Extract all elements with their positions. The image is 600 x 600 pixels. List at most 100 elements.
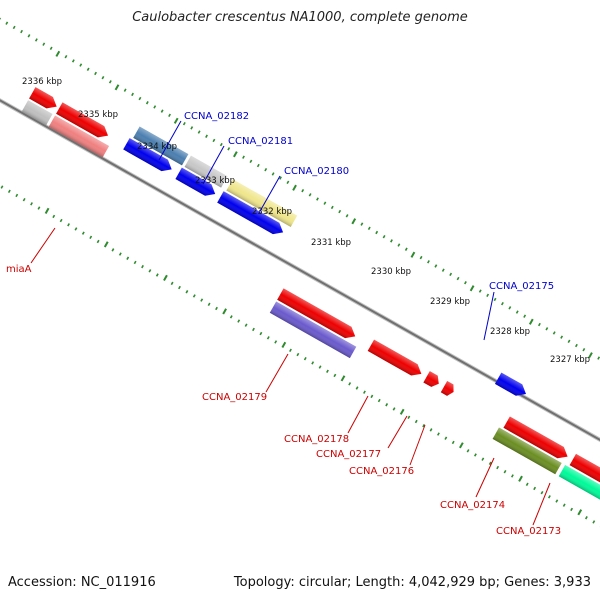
- gene-ccna-02179-upper[interactable]: [277, 288, 358, 342]
- gene-ccna-02175[interactable]: [494, 372, 529, 400]
- tick-mark: [318, 365, 322, 369]
- tick-mark: [449, 272, 453, 277]
- gene-ccna-02182[interactable]: [133, 126, 189, 166]
- tick-mark: [42, 42, 46, 46]
- tick-mark: [348, 382, 352, 386]
- tick-mark: [126, 256, 130, 260]
- tick-mark: [496, 465, 500, 470]
- tick-mark: [114, 84, 120, 91]
- label-ccna-02178[interactable]: CCNA_02178: [284, 434, 349, 445]
- gene-ccna-02181[interactable]: [184, 155, 228, 188]
- tick-mark: [552, 331, 556, 335]
- tick-mark: [555, 499, 559, 503]
- tick-mark: [259, 331, 263, 336]
- label-ccna-02176[interactable]: CCNA_02176: [349, 466, 414, 477]
- tick-mark: [367, 226, 371, 231]
- label-mia-a[interactable]: miaA: [6, 264, 32, 275]
- tick-mark: [523, 314, 527, 318]
- tick-mark: [397, 243, 401, 247]
- tick-mark: [155, 273, 159, 277]
- gene-grey-left[interactable]: [21, 100, 53, 126]
- label-ccna-02173[interactable]: CCNA_02173: [496, 526, 561, 537]
- tick-mark: [577, 509, 583, 516]
- gene-red-left[interactable]: [56, 102, 111, 141]
- gene-ccna-02178[interactable]: [367, 339, 425, 380]
- genome-strip: [0, 17, 600, 528]
- leader-line: [475, 457, 495, 498]
- tick-mark: [404, 247, 408, 251]
- tick-mark: [469, 285, 475, 292]
- tick-mark: [338, 209, 342, 214]
- tick-mark: [108, 80, 112, 84]
- tick-mark: [488, 461, 492, 466]
- gene-ccna-02174[interactable]: [492, 427, 562, 475]
- tick-mark: [103, 241, 109, 248]
- tick-mark: [385, 403, 389, 407]
- gene-red-far-left[interactable]: [29, 87, 60, 112]
- tick-mark: [34, 38, 38, 42]
- map-title: Caulobacter crescentus NA1000, complete …: [132, 10, 468, 25]
- tick-mark: [89, 235, 93, 240]
- tick-mark: [451, 440, 455, 445]
- genome-backbone: [0, 68, 600, 486]
- label-ccna-02177[interactable]: CCNA_02177: [316, 449, 381, 460]
- tick-mark: [363, 390, 366, 394]
- tick-mark: [79, 63, 83, 67]
- tick-mark: [185, 290, 189, 294]
- gene-blue-c[interactable]: [217, 191, 286, 238]
- tick-mark: [5, 21, 9, 25]
- gene-blue-a[interactable]: [123, 138, 175, 175]
- tick-mark: [27, 34, 31, 38]
- tick-mark: [205, 134, 208, 138]
- tick-mark: [249, 159, 253, 164]
- tick-mark: [279, 176, 282, 180]
- leader-line: [258, 175, 281, 214]
- tick-mark: [215, 306, 218, 311]
- tick-mark: [296, 352, 300, 357]
- scale-label: 2333 kbp: [195, 176, 235, 186]
- tick-mark: [244, 323, 248, 327]
- tick-mark: [399, 408, 405, 415]
- tick-mark: [427, 260, 430, 264]
- gene-red-right-b[interactable]: [569, 453, 600, 491]
- tick-mark: [355, 386, 359, 390]
- label-ccna-02174[interactable]: CCNA_02174: [440, 500, 505, 511]
- tick-mark: [286, 180, 290, 184]
- gene-ccna-02176[interactable]: [440, 380, 457, 398]
- tick-mark: [20, 29, 24, 34]
- tick-mark: [333, 373, 337, 378]
- gene-ccna-02173[interactable]: [558, 464, 600, 526]
- tick-mark: [118, 252, 122, 256]
- tick-mark: [407, 415, 411, 420]
- tick-mark: [582, 348, 586, 352]
- gene-ccna-02177[interactable]: [423, 371, 442, 389]
- leader-line: [265, 353, 289, 393]
- inner-scale-ticks: [0, 185, 600, 528]
- leader-line: [158, 120, 182, 161]
- label-ccna-02182[interactable]: CCNA_02182: [184, 111, 249, 122]
- tick-mark: [160, 109, 164, 113]
- tick-mark: [473, 453, 477, 457]
- tick-mark: [131, 92, 134, 97]
- tick-mark: [528, 318, 534, 325]
- gene-mia-a[interactable]: [48, 115, 110, 158]
- label-ccna-02175[interactable]: CCNA_02175: [489, 281, 554, 292]
- tick-mark: [493, 297, 497, 302]
- gene-blue-b[interactable]: [175, 167, 218, 200]
- label-ccna-02181[interactable]: CCNA_02181: [228, 136, 293, 147]
- label-ccna-02180[interactable]: CCNA_02180: [284, 166, 349, 177]
- tick-mark: [7, 189, 11, 193]
- gene-red-right-a[interactable]: [503, 416, 570, 462]
- tick-mark: [237, 319, 241, 323]
- tick-mark: [264, 168, 268, 172]
- tick-mark: [52, 214, 56, 219]
- tick-mark: [410, 251, 416, 258]
- tick-mark: [74, 227, 78, 231]
- tick-mark: [584, 516, 588, 520]
- tick-mark: [597, 356, 600, 360]
- gene-ccna-02179[interactable]: [269, 301, 357, 359]
- gene-ccna-02180[interactable]: [226, 179, 298, 227]
- tick-mark: [292, 184, 297, 191]
- label-ccna-02179[interactable]: CCNA_02179: [202, 392, 267, 403]
- tick-mark: [508, 306, 512, 310]
